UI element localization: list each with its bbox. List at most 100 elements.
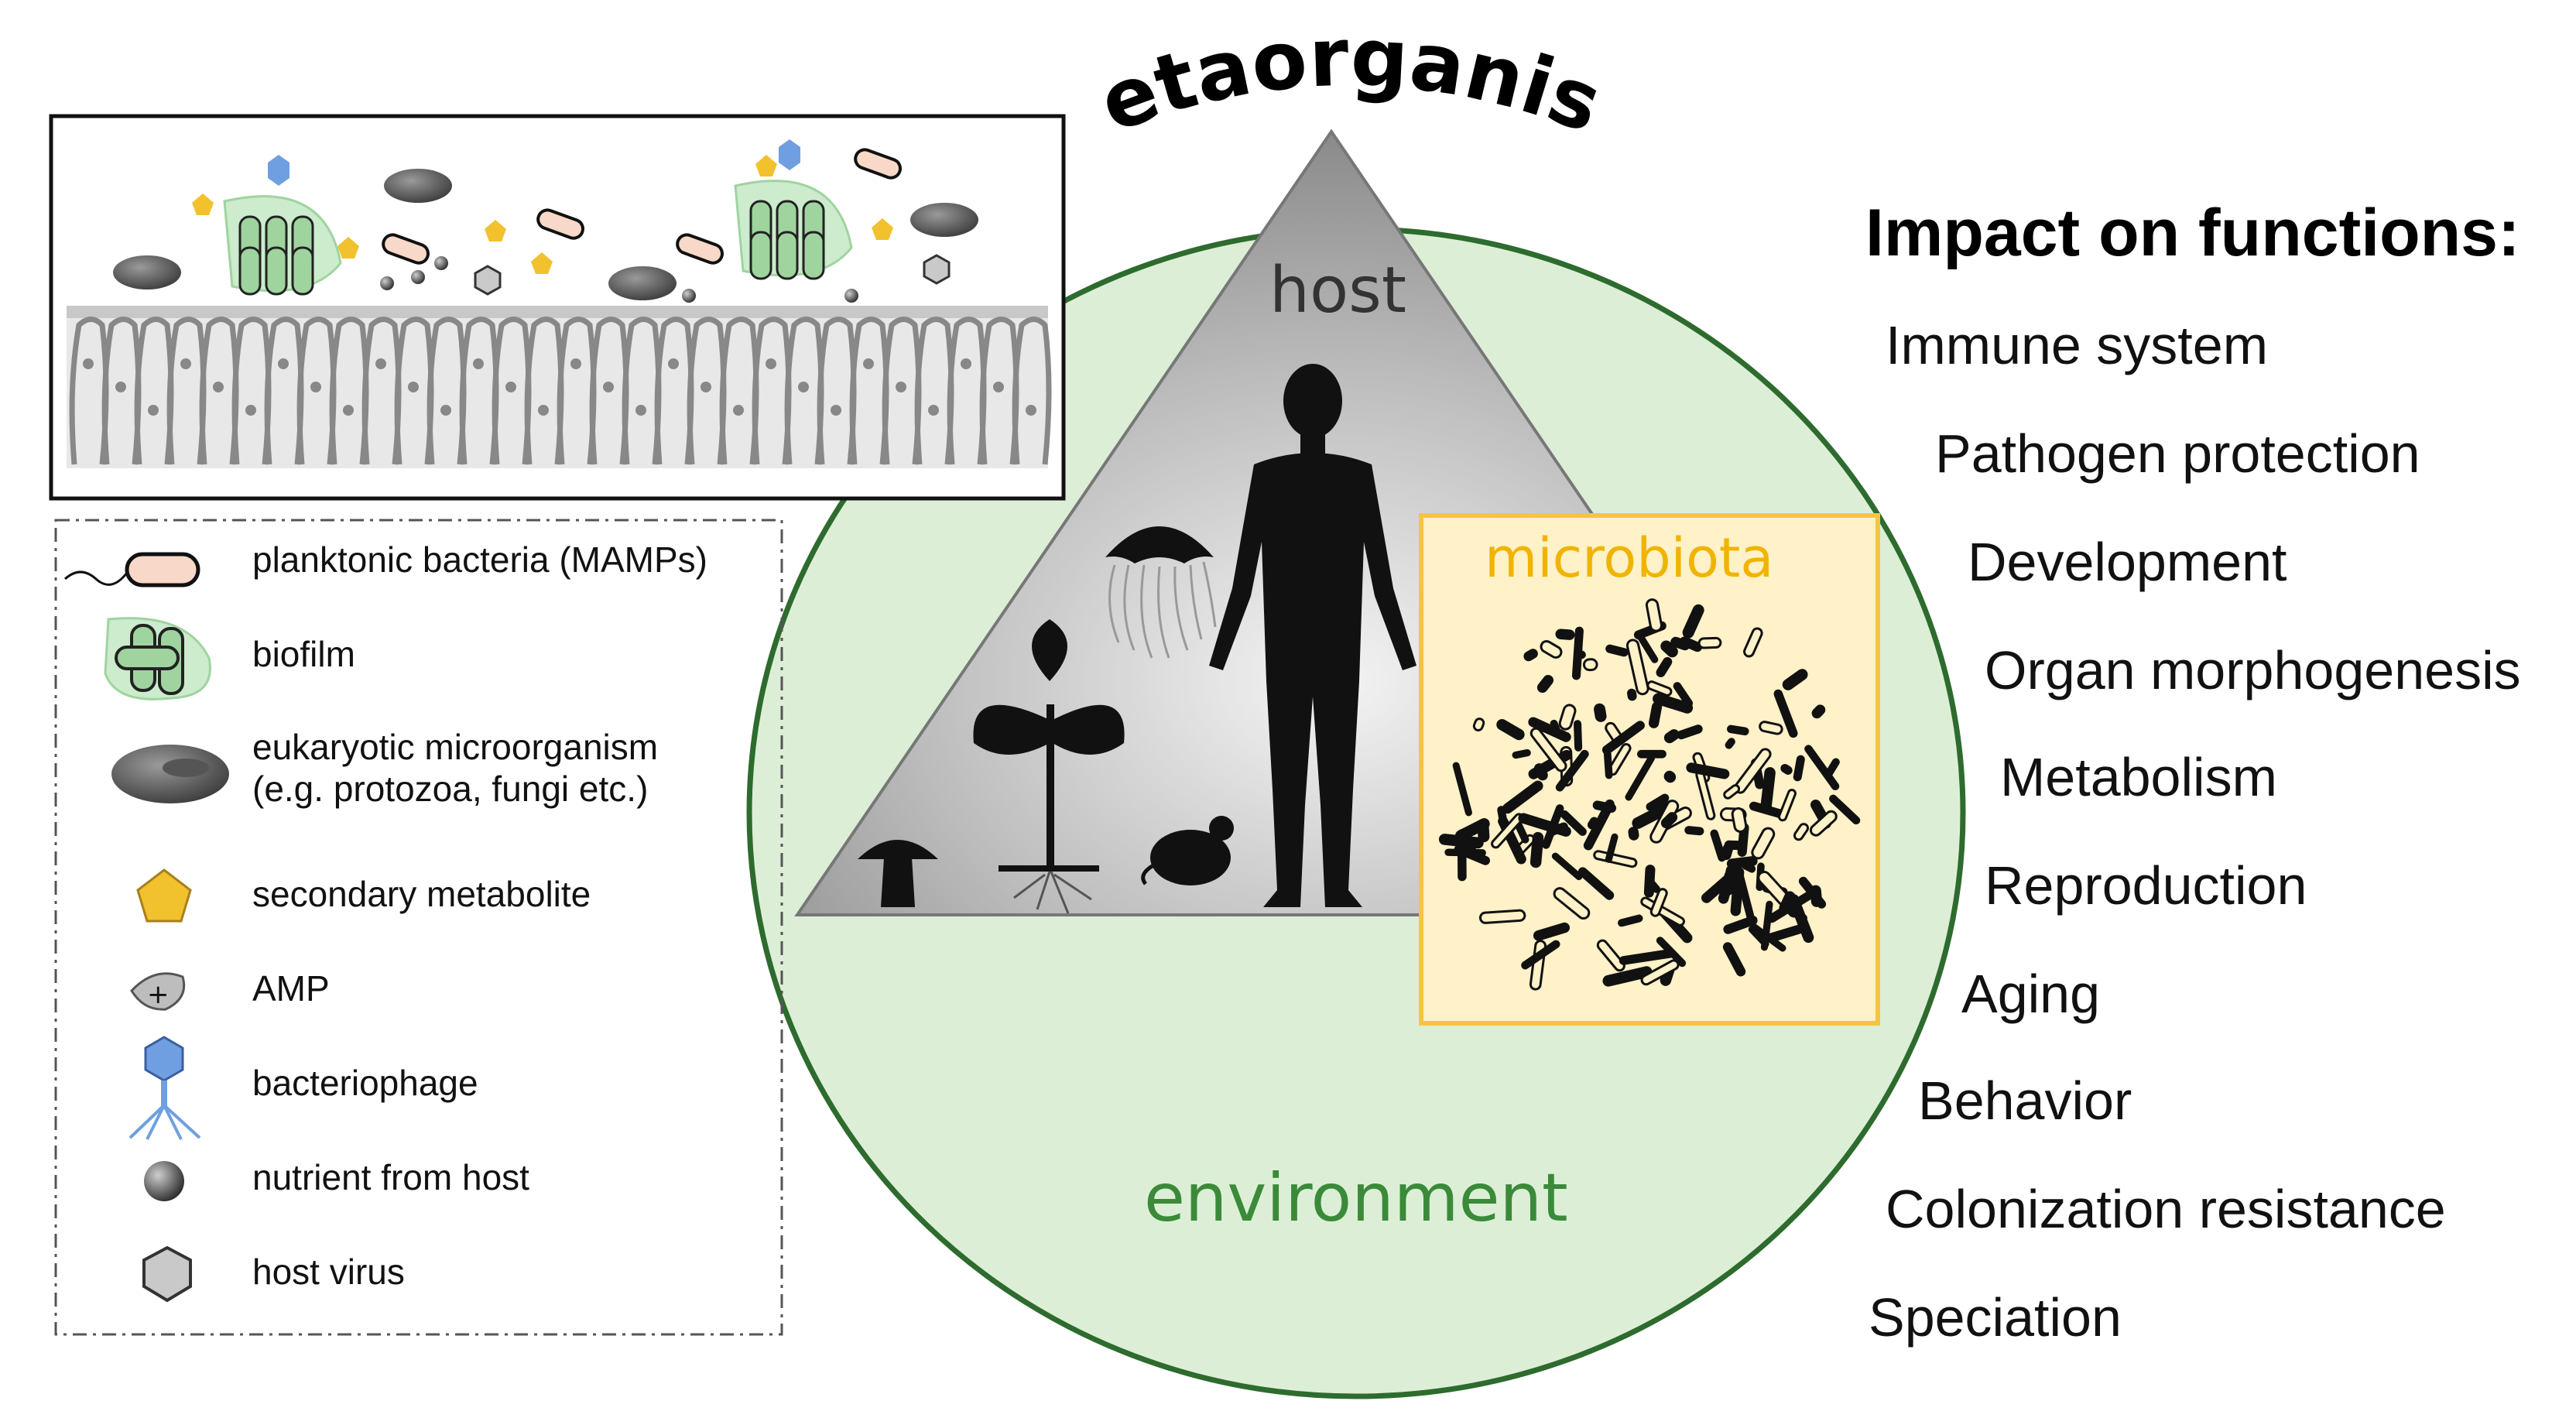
biofilm-rod xyxy=(291,246,314,296)
bacterium-rod xyxy=(1550,719,1560,735)
bacterium-rod xyxy=(1594,703,1607,722)
bacterium-rod xyxy=(1748,926,1769,948)
bacterium-rod xyxy=(1673,682,1694,707)
bacterium-rod xyxy=(1760,767,1776,812)
bacterium-rod xyxy=(1649,888,1668,917)
impact-item: Pathogen protection xyxy=(1935,423,2420,484)
bacterium-rod xyxy=(1726,724,1749,736)
bacterium-rod xyxy=(1472,718,1485,731)
amp-icon: + xyxy=(130,972,186,1011)
cell-nucleus xyxy=(408,382,419,392)
cell-nucleus xyxy=(635,405,646,416)
legend-phage: bacteriophage xyxy=(252,1063,478,1103)
plant-icon xyxy=(973,619,1125,914)
bacterium-rod xyxy=(1682,604,1704,639)
metabolite xyxy=(337,237,359,259)
bacterium-rod xyxy=(1724,840,1742,851)
svg-text:+: + xyxy=(147,979,170,1010)
bacterium-rod xyxy=(1625,639,1649,696)
phage-icon xyxy=(268,155,289,186)
bacterium-rod xyxy=(1571,626,1584,680)
bacterium-rod xyxy=(1555,749,1589,792)
microbiota-box xyxy=(1419,513,1880,1026)
cell-nucleus xyxy=(213,382,224,392)
bacterium-rod xyxy=(1684,826,1704,836)
bacterium-rod xyxy=(1646,793,1670,811)
bacterium-rod xyxy=(1530,831,1544,868)
bacterium-rod xyxy=(1742,861,1756,873)
planktonic-bacterium xyxy=(382,233,430,265)
bacterium-rod xyxy=(1582,658,1598,672)
bacterium-rod xyxy=(1723,784,1741,800)
bacterium-rod xyxy=(1502,780,1543,814)
cell-nucleus xyxy=(538,405,549,416)
bacterium-rod xyxy=(1780,763,1793,775)
impact-item: Organ morphogenesis xyxy=(1985,640,2521,700)
environment-label: environment xyxy=(1144,1159,1568,1237)
metabolite xyxy=(755,155,777,176)
legend-nutrient: nutrient from host xyxy=(252,1157,529,1197)
bacterium-rod xyxy=(1628,827,1639,841)
bacterium-rod xyxy=(1701,872,1735,903)
cell-nucleus xyxy=(310,382,321,392)
bacterium-rod xyxy=(1602,966,1653,987)
legend-virus: host virus xyxy=(252,1252,405,1292)
legend-eukaryotic: eukaryotic microorganism (e.g. protozoa,… xyxy=(252,726,658,810)
cell-nucleus xyxy=(603,382,614,392)
biofilm-rod xyxy=(238,246,262,296)
bacterium-rod xyxy=(1637,749,1667,759)
bacterium-rod xyxy=(1553,887,1591,920)
cell-nucleus xyxy=(278,358,289,369)
cell-nucleus xyxy=(831,405,841,416)
bacterium-rod xyxy=(1536,674,1554,694)
bacterium-rod xyxy=(1555,629,1575,640)
cell-nucleus xyxy=(505,382,516,392)
bacterium-rod xyxy=(1533,922,1570,941)
bacterium-rod xyxy=(1751,923,1786,952)
nutrient xyxy=(434,256,448,270)
phage-icon xyxy=(779,139,800,170)
bacterium-rod xyxy=(1660,812,1678,829)
bacterium-rod xyxy=(1521,940,1560,970)
legend-planktonic: planktonic bacteria (MAMPs) xyxy=(252,539,707,580)
bacterium-rod xyxy=(1648,701,1663,728)
legend-eukaryotic-line1: eukaryotic microorganism xyxy=(252,727,659,767)
nutrient-icon xyxy=(144,1161,184,1201)
bacteria-icon xyxy=(1438,598,1861,991)
bacterium-rod xyxy=(1603,749,1613,779)
cell-nucleus xyxy=(473,358,484,369)
bacterium-rod xyxy=(1656,656,1673,677)
biofilm-rod xyxy=(265,246,288,296)
biofilm-rod xyxy=(802,231,825,280)
cell-nucleus xyxy=(896,382,906,392)
legend-amp: AMP xyxy=(252,968,330,1009)
bacterium-rod xyxy=(1530,727,1567,772)
cell-nucleus xyxy=(798,382,809,392)
cell-nucleus xyxy=(993,382,1004,392)
impact-item: Behavior xyxy=(1918,1070,2132,1131)
mouse-icon xyxy=(1141,816,1234,885)
bacterium-rod xyxy=(1577,867,1615,900)
bacterium-rod xyxy=(1551,852,1583,881)
bacterium-rod xyxy=(1558,704,1577,731)
bacterium-rod xyxy=(1743,627,1763,658)
bacterium-rod xyxy=(1444,848,1486,857)
planktonic-bacterium xyxy=(536,208,585,240)
bacterium-rod xyxy=(1547,822,1568,836)
legend-eukaryotic-line2: (e.g. protozoa, fungi etc.) xyxy=(252,769,649,809)
bacterium-rod xyxy=(1765,923,1806,943)
bacterium-rod xyxy=(1605,833,1619,863)
impact-item: Speciation xyxy=(1869,1287,2122,1348)
bacterium-rod xyxy=(1574,720,1583,752)
bacterium-rod xyxy=(1512,748,1531,759)
biofilm-rod xyxy=(749,231,772,280)
eukaryotic-microorganism-icon xyxy=(111,745,229,803)
bacterium-rod xyxy=(1640,896,1685,926)
cell-nucleus xyxy=(115,382,126,392)
bacterium-rod xyxy=(1811,704,1826,719)
bacterium-rod xyxy=(1809,810,1838,837)
virus xyxy=(923,254,951,285)
impact-item: Colonization resistance xyxy=(1886,1179,2446,1239)
bacterium-rod xyxy=(1660,640,1678,658)
